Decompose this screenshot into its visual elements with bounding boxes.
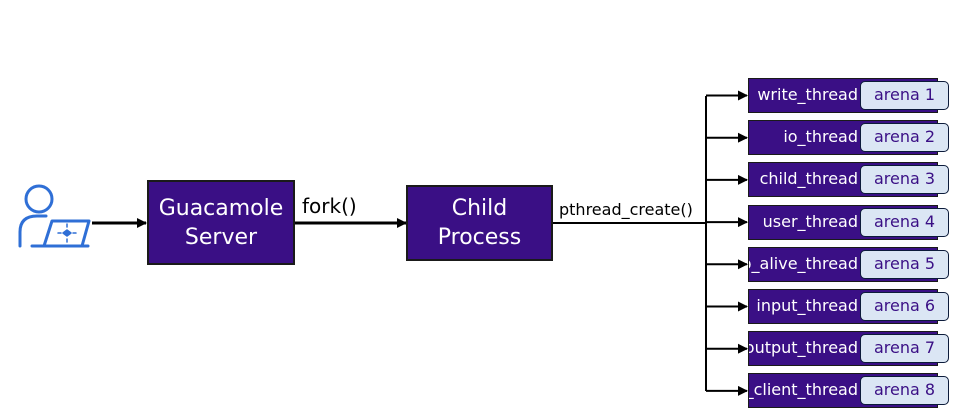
thread-name: user_thread [762, 211, 858, 231]
arena-tag: arena 6 [860, 292, 949, 321]
user-laptop-icon [18, 184, 91, 248]
thread-name: write_thread [757, 85, 858, 104]
pthread-create-label: pthread_create() [559, 200, 693, 219]
arena-tag: arena 8 [860, 376, 949, 406]
thread-name: input_thread [756, 296, 858, 315]
thread-name: jop_output_thread [748, 338, 858, 358]
arena-tag: arena 1 [860, 81, 949, 110]
guacamole-server-node: Guacamole Server [147, 180, 295, 265]
child-process-node: Child Process [406, 185, 553, 261]
arena-tag: arena 2 [860, 123, 949, 153]
fork-label: fork() [302, 194, 357, 218]
thread-branches [706, 90, 748, 396]
thread-name: keep_alive_thread [749, 253, 858, 273]
arena-tag: arena 4 [860, 207, 949, 237]
arena-tag: arena 3 [860, 165, 949, 195]
thread-name: child_thread [759, 169, 858, 189]
arena-tag: arena 7 [860, 334, 949, 364]
thread-name: io_thread [783, 127, 858, 147]
thread-name: rdp_client_thread [749, 380, 858, 400]
arena-tag: arena 5 [860, 249, 949, 279]
